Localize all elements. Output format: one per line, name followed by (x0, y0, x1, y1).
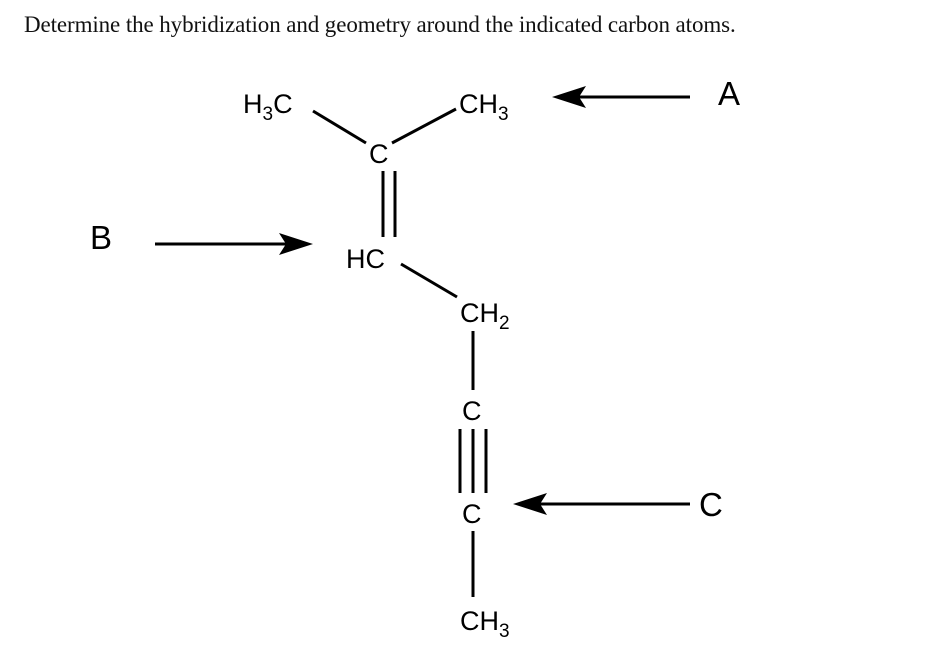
bond-single (400, 262, 458, 299)
question-text: Determine the hybridization and geometry… (24, 12, 736, 37)
atom-c6: C (462, 499, 482, 529)
atom-ch3-right: CH3 (459, 89, 509, 125)
label-c: C (699, 486, 723, 523)
atom-ch2: CH2 (460, 298, 510, 334)
atom-c2: C (369, 139, 389, 169)
bond-single (312, 109, 367, 145)
arrow-a-head-icon (552, 86, 586, 108)
arrow-c-head-icon (513, 493, 547, 515)
atom-c5: C (462, 396, 482, 426)
atom-ch3-bottom: CH3 (460, 606, 510, 642)
bond-single (391, 107, 457, 145)
atom-h3c-left: H3C (243, 89, 293, 125)
label-b: B (90, 219, 112, 256)
label-a: A (718, 75, 740, 112)
atom-hc: HC (346, 244, 385, 274)
arrow-b-head-icon (279, 233, 313, 255)
